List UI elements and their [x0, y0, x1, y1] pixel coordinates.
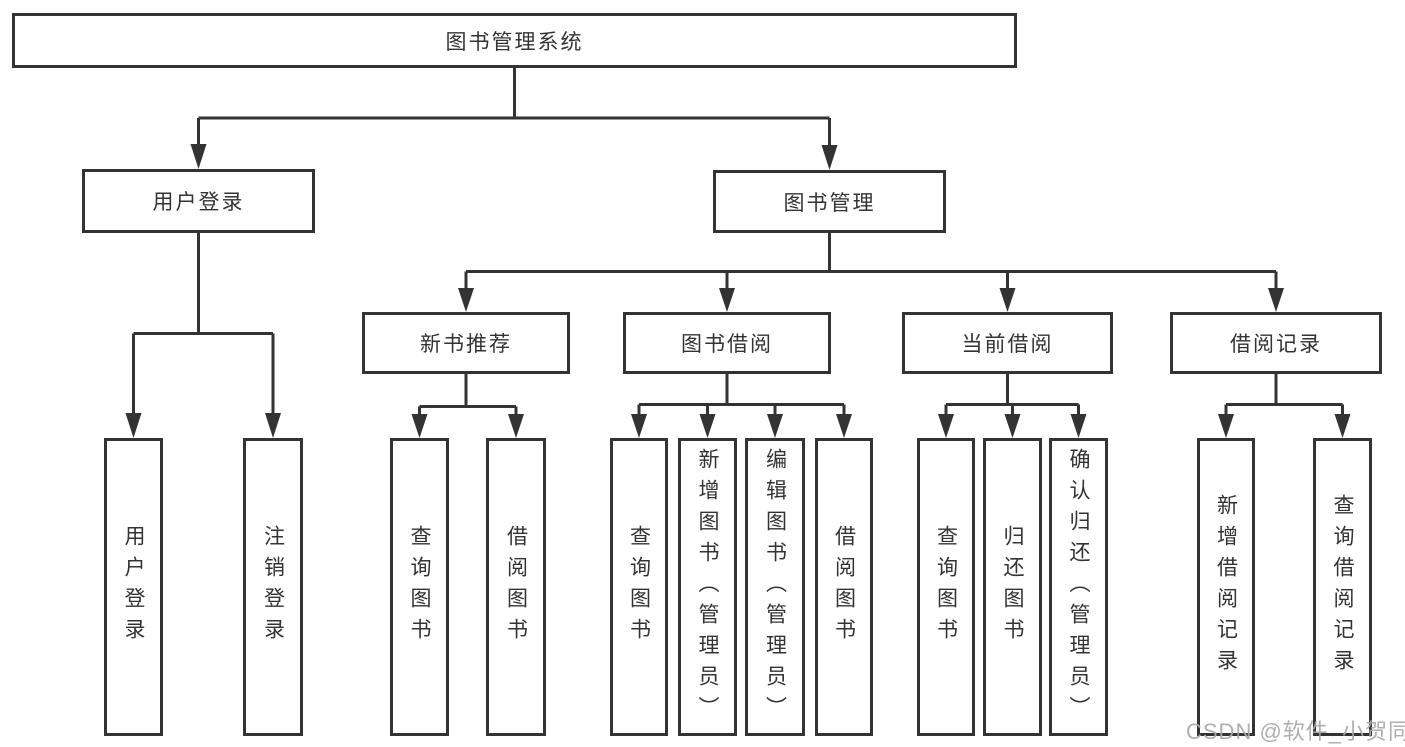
arrowhead — [1004, 414, 1021, 438]
arrowhead — [836, 414, 852, 438]
arrowhead — [265, 413, 281, 438]
arrowhead — [631, 414, 647, 438]
connector-new-book-rec-stem — [418, 374, 518, 416]
node-leaf-add-book-admin-label: 新增图书（管理员） — [696, 447, 719, 727]
arrowhead — [767, 414, 783, 438]
node-leaf-logout: 注销登录 — [243, 438, 303, 736]
node-book-mgmt-label: 图书管理 — [783, 191, 876, 215]
node-leaf-borrow-book-borrow-label: 借阅图书 — [832, 525, 856, 649]
node-new-book-rec: 新书推荐 — [362, 312, 570, 374]
connector-lines — [132, 68, 1344, 416]
arrowhead — [719, 288, 735, 312]
node-book-borrow-label: 图书借阅 — [681, 333, 773, 356]
node-leaf-query-book-rec: 查询图书 — [390, 438, 449, 736]
node-root: 图书管理系统 — [12, 13, 1017, 68]
node-leaf-query-borrow-record: 查询借阅记录 — [1313, 438, 1372, 736]
node-leaf-logout-label: 注销登录 — [261, 525, 285, 649]
node-leaf-confirm-return-admin-label: 确认归还（管理员） — [1067, 447, 1090, 727]
node-leaf-user-login-label: 用户登录 — [122, 525, 145, 649]
arrowhead — [190, 144, 207, 169]
connector-arrowheads — [125, 144, 1351, 438]
node-leaf-confirm-return-admin: 确认归还（管理员） — [1049, 438, 1108, 736]
arrowhead — [699, 414, 716, 438]
node-leaf-borrow-book-rec: 借阅图书 — [486, 438, 546, 736]
arrowhead — [1268, 288, 1284, 312]
node-current-borrow-label: 当前借阅 — [961, 333, 1054, 356]
connector-root-stem — [197, 68, 831, 147]
node-user-login: 用户登录 — [82, 169, 315, 233]
node-leaf-user-login: 用户登录 — [104, 438, 163, 736]
arrowhead — [508, 414, 524, 438]
connector-book-mgmt-stem — [464, 233, 1278, 290]
node-leaf-add-borrow-record-label: 新增借阅记录 — [1214, 494, 1238, 680]
arrowhead — [821, 145, 838, 170]
node-leaf-query-book-borrow: 查询图书 — [610, 438, 668, 736]
arrowhead — [1334, 414, 1351, 438]
node-book-mgmt: 图书管理 — [713, 170, 946, 233]
arrowhead — [458, 288, 474, 312]
node-leaf-add-borrow-record: 新增借阅记录 — [1197, 438, 1255, 736]
arrowhead — [999, 288, 1016, 312]
node-leaf-query-book-current: 查询图书 — [917, 438, 975, 736]
node-leaf-return-book: 归还图书 — [983, 438, 1042, 736]
arrowhead — [1218, 414, 1234, 438]
arrowhead — [411, 414, 428, 438]
node-borrow-records-label: 借阅记录 — [1230, 333, 1322, 356]
node-leaf-query-book-rec-label: 查询图书 — [408, 525, 431, 649]
arrowhead — [125, 413, 142, 438]
node-leaf-edit-book-admin: 编辑图书（管理员） — [745, 438, 805, 736]
node-leaf-query-book-borrow-label: 查询图书 — [627, 525, 651, 649]
arrowhead — [938, 414, 954, 438]
node-book-borrow: 图书借阅 — [623, 312, 831, 374]
node-leaf-query-borrow-record-label: 查询借阅记录 — [1331, 494, 1354, 680]
connector-user-login-stem — [132, 233, 275, 415]
node-leaf-borrow-book-rec-label: 借阅图书 — [504, 525, 528, 649]
node-leaf-borrow-book-borrow: 借阅图书 — [815, 438, 873, 736]
node-root-label: 图书管理系统 — [445, 30, 584, 54]
node-user-login-label: 用户登录 — [152, 191, 245, 214]
watermark: CSDN @软件_小贺同学 — [1186, 719, 1405, 744]
node-new-book-rec-label: 新书推荐 — [420, 333, 512, 356]
node-borrow-records: 借阅记录 — [1170, 312, 1382, 374]
node-leaf-add-book-admin: 新增图书（管理员） — [678, 438, 737, 736]
node-current-borrow: 当前借阅 — [902, 312, 1113, 374]
node-leaf-query-book-current-label: 查询图书 — [934, 525, 958, 649]
arrowhead — [1070, 414, 1087, 438]
connector-current-borrow-stem — [944, 374, 1080, 416]
node-leaf-edit-book-admin-label: 编辑图书（管理员） — [763, 447, 787, 727]
connector-borrow-records-stem — [1224, 374, 1344, 416]
node-leaf-return-book-label: 归还图书 — [1001, 525, 1024, 649]
connector-book-borrow-stem — [637, 374, 846, 416]
